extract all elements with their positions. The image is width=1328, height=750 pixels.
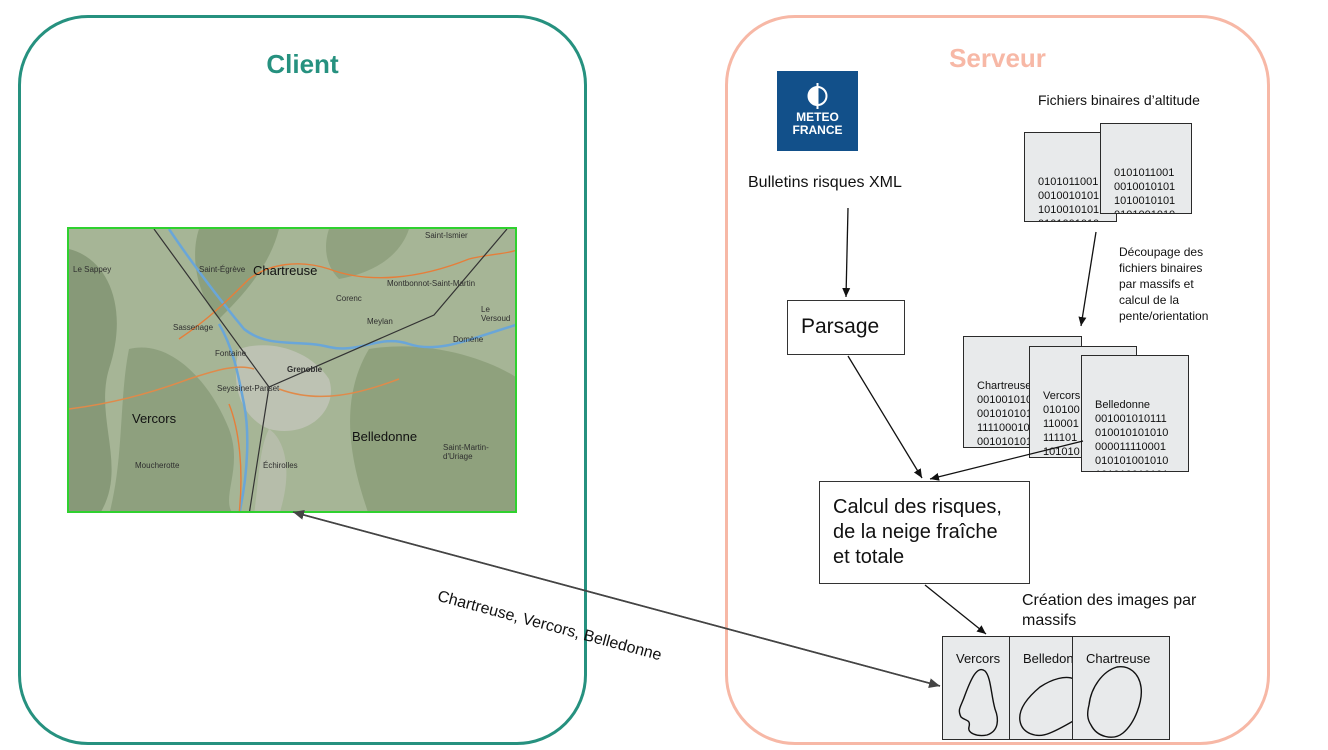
grenoble-map: Chartreuse Vercors Belledonne Saint-Ismi… (67, 227, 517, 513)
creation-label: Création des images par massifs (1022, 592, 1197, 629)
image-card-vercors: Vercors (942, 636, 1012, 740)
map-label-belledonne: Belledonne (352, 429, 418, 444)
image-card-caption: Belledonne (1023, 651, 1078, 666)
binary-file-card: 0101011001001001010110100101010101001010… (1100, 123, 1192, 214)
town-label: Seyssinet-Pariset (217, 384, 280, 393)
town-label: Grenoble (287, 365, 323, 374)
town-label: Saint-Martin-d'Uriage (443, 443, 489, 461)
calcul-label: Calcul des risques, de la neige fraîche … (833, 496, 1002, 568)
parsage-label: Parsage (801, 315, 880, 338)
town-label: Le Versoud (481, 305, 511, 323)
server-panel: Serveur (725, 15, 1270, 745)
town-label: Meylan (367, 317, 393, 326)
image-card-chartreuse: Chartreuse (1072, 636, 1170, 740)
town-label: Sassenage (173, 323, 214, 332)
map-label-chartreuse: Chartreuse (253, 263, 318, 278)
decoupage-label: Découpage des fichiers binaires par mass… (1119, 245, 1209, 323)
server-title: Serveur (949, 43, 1046, 73)
town-label: Échirolles (263, 461, 298, 470)
bulletins-label: Bulletins risques XML (748, 174, 902, 191)
client-title: Client (266, 49, 339, 79)
client-panel: Client (18, 15, 587, 745)
image-card-caption: Vercors (956, 651, 1001, 666)
map-label-vercors: Vercors (132, 411, 177, 426)
image-card-caption: Chartreuse (1086, 651, 1151, 666)
parsage-box: Parsage (787, 300, 905, 355)
calcul-box: Calcul des risques, de la neige fraîche … (819, 481, 1030, 584)
fichiers-label: Fichiers binaires d’altitude (1038, 92, 1200, 108)
town-label: Montbonnot-Saint-Martin (387, 279, 476, 288)
town-label: Saint-Égrève (199, 265, 246, 274)
chartreuse-shape-icon (1086, 666, 1142, 738)
town-label: Corenc (336, 294, 362, 303)
vercors-shape-icon (958, 668, 999, 737)
map-terrain (69, 229, 515, 511)
meteo-france-emblem-icon (807, 83, 828, 109)
meteo-france-logo-text: METEO FRANCE (792, 110, 843, 137)
belledonne-shape-icon (1019, 676, 1078, 737)
town-label: Saint-Ismier (425, 231, 468, 240)
town-label: Domène (453, 335, 484, 344)
town-label: Moucherotte (135, 461, 180, 470)
image-card-belledonne: Belledonne (1009, 636, 1079, 740)
meteo-france-logo: METEO FRANCE (777, 71, 858, 151)
town-label: Le Sappey (73, 265, 112, 274)
town-label: Fontaine (215, 349, 247, 358)
